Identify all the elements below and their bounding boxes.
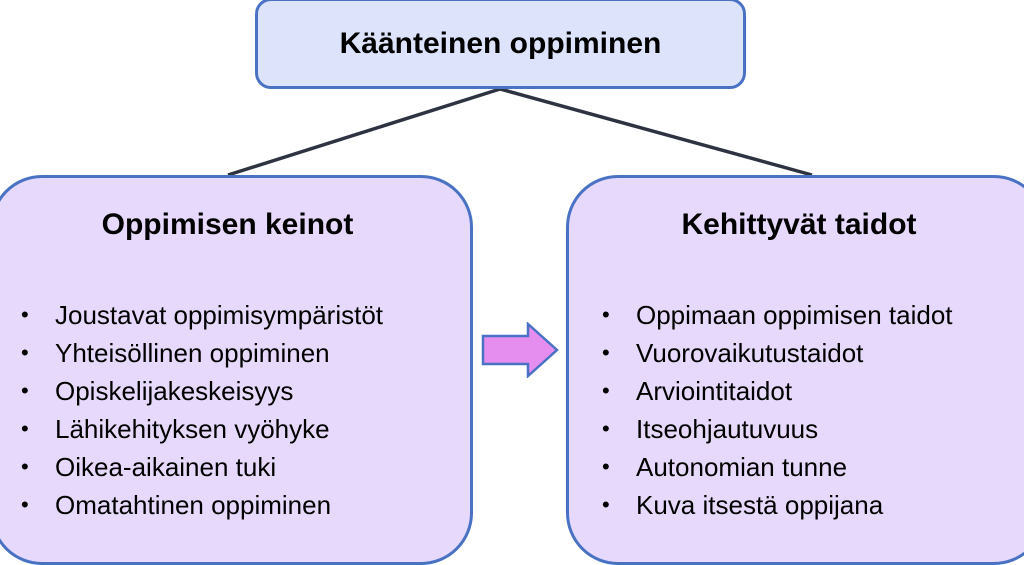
right-bullet-list: Oppimaan oppimisen taidot Vuorovaikutust…	[602, 296, 953, 524]
connector-root-to-left	[227, 87, 501, 177]
root-title: Kääntеinen oppiminen	[339, 26, 662, 60]
left-panel-title: Oppimisen keinot	[101, 208, 354, 241]
right-bullet-item: Oppimaan oppimisen taidot	[602, 296, 953, 334]
left-bullet-item: Oikea-aikainen tuki	[21, 448, 383, 486]
right-bullet-item: Itseohjautuvuus	[602, 410, 953, 448]
left-bullet-list: Joustavat oppimisympäristöt Yhteisölline…	[21, 296, 383, 524]
connector-lines	[227, 87, 813, 177]
left-bullet-item: Lähikehityksen vyöhyke	[21, 410, 383, 448]
right-arrow-icon	[481, 322, 559, 378]
right-panel: Kehittyvät taidot Oppimaan oppimisen tai…	[566, 175, 1024, 565]
left-bullet-item: Yhteisöllinen oppiminen	[21, 334, 383, 372]
connector-root-to-right	[499, 87, 813, 177]
left-panel: Oppimisen keinot Joustavat oppimisympäri…	[0, 175, 473, 565]
right-bullet-item: Autonomian tunne	[602, 448, 953, 486]
right-panel-title: Kehittyvät taidot	[681, 208, 917, 241]
right-bullet-item: Kuva itsestä oppijana	[602, 486, 953, 524]
arrow-shape	[481, 322, 559, 378]
right-bullet-item: Vuorovaikutustaidot	[602, 334, 953, 372]
left-bullet-item: Omatahtinen oppiminen	[21, 486, 383, 524]
left-bullet-item: Opiskelijakeskeisyys	[21, 372, 383, 410]
right-bullet-item: Arviointitaidot	[602, 372, 953, 410]
root-node: Kääntеinen oppiminen	[255, 0, 746, 89]
left-bullet-item: Joustavat oppimisympäristöt	[21, 296, 383, 334]
